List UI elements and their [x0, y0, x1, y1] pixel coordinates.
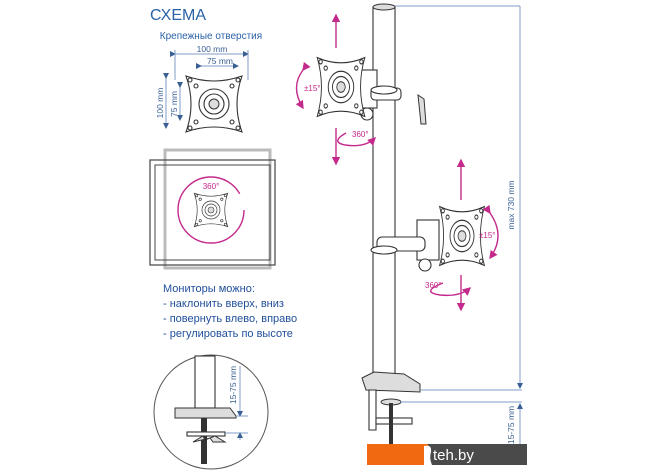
lower-tilt-label: ±15° [479, 231, 496, 240]
teh-by-watermark: teh.by [367, 444, 527, 465]
dim-width-outer: 100 mm [197, 44, 228, 54]
max-height-label: max 730 mm [506, 180, 516, 229]
rotation-label: 360° [203, 182, 220, 191]
clamp-range-label: 15-75 mm [506, 406, 516, 444]
lower-monitor-arm [370, 158, 499, 312]
feature-item: - повернуть влево, вправо [163, 313, 297, 325]
monitor-rotation-illustration [149, 148, 276, 270]
feature-item: - наклонить вверх, вниз [163, 298, 284, 310]
dim-height-outer: 100 mm [155, 88, 165, 119]
upper-monitor-arm [295, 13, 427, 166]
features-heading: Мониторы можно: [163, 283, 255, 295]
stand-pole [372, 3, 396, 381]
upper-tilt-label: ±15° [304, 84, 321, 93]
dim-width-inner: 75 mm [207, 56, 233, 66]
diagram-title: СХЕМА [150, 7, 206, 24]
vesa-plate [163, 50, 249, 133]
desk-clamp [361, 371, 421, 445]
height-dimension [395, 5, 523, 444]
watermark-text: teh.by [433, 447, 474, 464]
feature-item: - регулировать по высоте [163, 328, 293, 340]
upper-rotate-label: 360° [352, 130, 369, 139]
lower-rotate-label: 360° [425, 281, 442, 290]
dim-height-inner: 75 mm [169, 91, 179, 117]
detail-clamp-range: 15-75 mm [228, 366, 238, 404]
clamp-detail [153, 354, 269, 470]
mounting-holes-label: Крепежные отверстия [160, 31, 262, 42]
